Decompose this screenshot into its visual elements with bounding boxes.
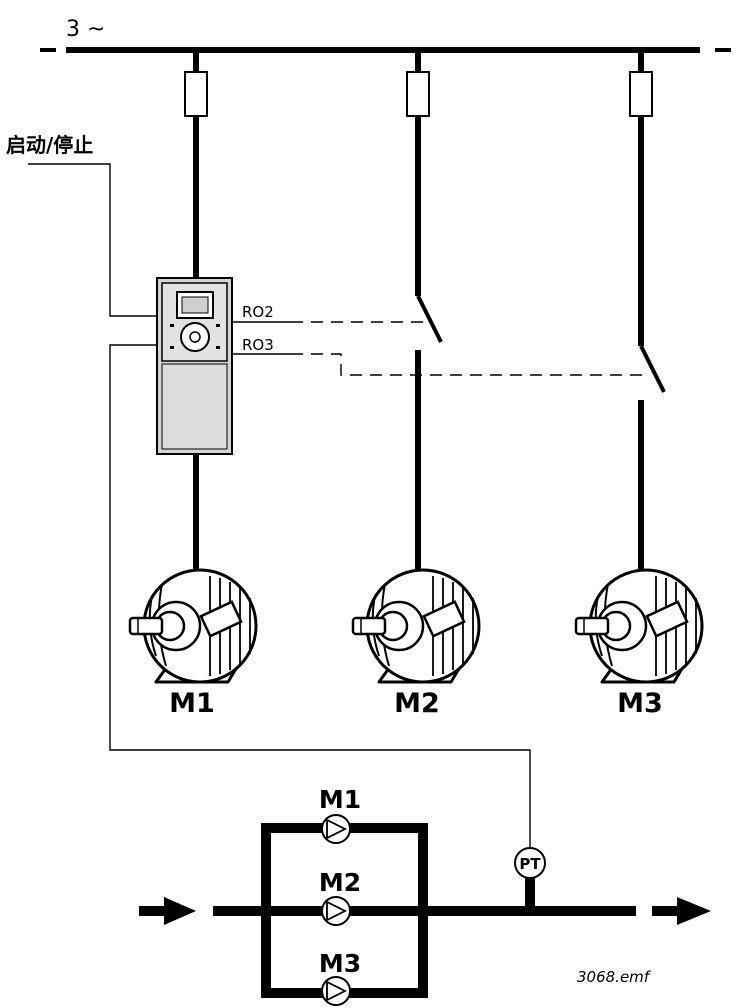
ro3-label: RO3 [242, 336, 274, 354]
contactor-switch-m2 [415, 295, 443, 580]
feeder-3 [629, 50, 653, 346]
pressure-feedback-wire [109, 344, 531, 852]
pump-label-m1: M1 [319, 785, 361, 814]
start-stop-wire [28, 163, 157, 317]
motor-m3 [574, 568, 704, 684]
fuse-2 [406, 71, 430, 117]
inflow-arrow-icon [139, 897, 196, 925]
ro3-control-dashed [291, 353, 650, 376]
pressure-transmitter [514, 847, 546, 879]
feeder-1 [184, 50, 208, 280]
pressure-transmitter-label: PT [519, 855, 541, 873]
pump-icon-m1 [321, 814, 351, 844]
pump-label-m3: M3 [319, 949, 361, 978]
contactor-switch-m3 [638, 345, 666, 580]
start-stop-label: 启动/停止 [6, 133, 93, 157]
feeder-2 [406, 50, 430, 296]
pump-icon-m2 [321, 896, 351, 926]
motor-label-m1: M1 [169, 688, 215, 719]
pump-label-m2: M2 [319, 868, 361, 897]
motor-m1 [128, 568, 258, 684]
frequency-converter [156, 277, 233, 455]
fuse-1 [184, 71, 208, 117]
file-name-label: 3068.emf [577, 968, 652, 986]
fuse-3 [629, 71, 653, 117]
motor-label-m3: M3 [617, 688, 663, 719]
motor-m2 [351, 568, 481, 684]
pump-icon-m3 [321, 976, 351, 1006]
ro2-label: RO2 [242, 303, 274, 321]
motor-label-m2: M2 [394, 688, 440, 719]
outflow-arrow-icon [652, 897, 711, 925]
pipework [213, 823, 636, 998]
supply-label: 3 ~ [66, 17, 105, 42]
